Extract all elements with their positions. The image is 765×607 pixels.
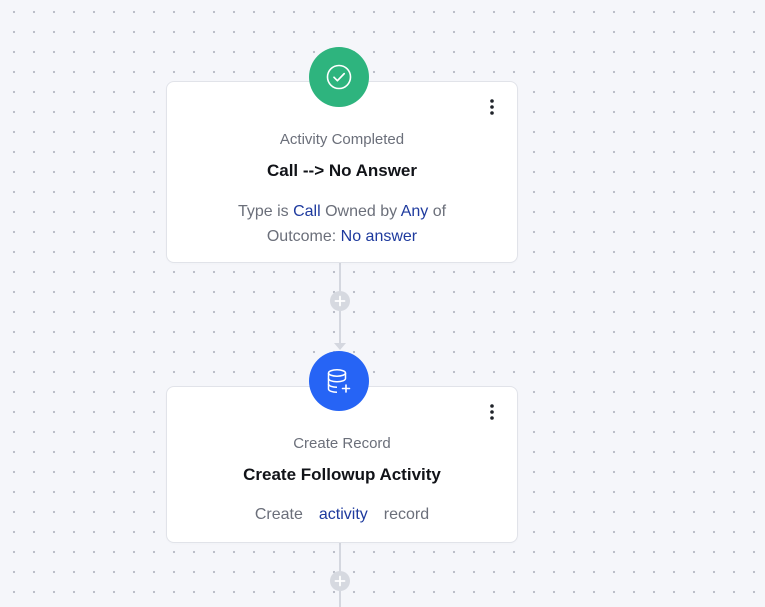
desc-text: of (428, 203, 447, 220)
trigger-card[interactable]: Activity Completed Call --> No Answer Ty… (166, 81, 518, 263)
node-description: Create activity record (167, 502, 517, 527)
desc-text: Create (254, 506, 303, 523)
desc-text: record (383, 506, 430, 523)
node-description: Type is Call Owned by Any of Outcome: No… (167, 199, 517, 249)
node-title: Create Followup Activity (243, 465, 441, 484)
desc-text: Owned by (320, 203, 401, 220)
desc-text: Outcome: (266, 228, 341, 245)
database-add-icon (327, 369, 351, 393)
more-vertical-icon (490, 99, 494, 115)
more-vertical-icon (490, 404, 494, 420)
node-menu-button[interactable] (481, 401, 503, 423)
add-step-button[interactable] (330, 571, 350, 591)
node-menu-button[interactable] (481, 96, 503, 118)
plus-icon (334, 575, 346, 587)
action-card[interactable]: Create Record Create Followup Activity C… (166, 386, 518, 543)
condition-owner-link[interactable]: Any (400, 203, 429, 220)
node-subtitle: Create Record (293, 435, 391, 452)
add-step-button[interactable] (330, 291, 350, 311)
condition-type-link[interactable]: Call (293, 203, 321, 220)
connector-arrow (334, 343, 346, 350)
plus-icon (334, 295, 346, 307)
action-node-icon[interactable] (309, 351, 369, 411)
check-circle-icon (326, 64, 352, 90)
trigger-node-icon[interactable] (309, 47, 369, 107)
condition-outcome-link[interactable]: No answer (340, 228, 418, 245)
record-type-link[interactable]: activity (318, 506, 368, 523)
desc-text: Type is (237, 203, 294, 220)
node-subtitle: Activity Completed (279, 131, 405, 148)
node-title: Call --> No Answer (266, 161, 418, 180)
